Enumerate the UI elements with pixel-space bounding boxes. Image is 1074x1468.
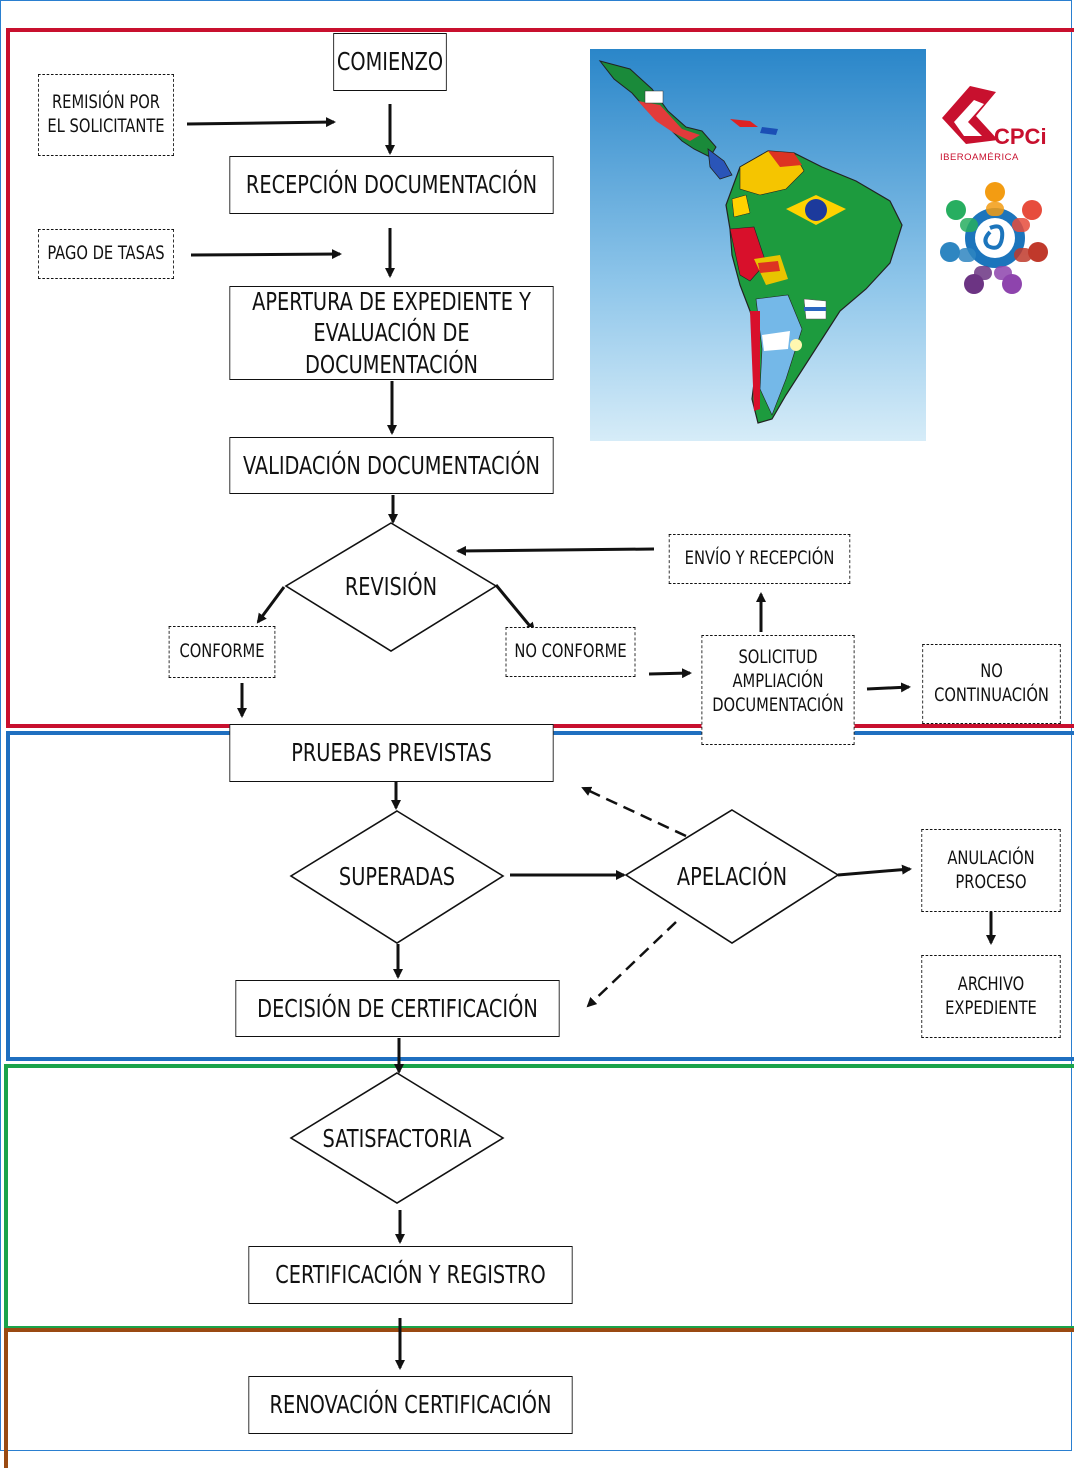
validacion-box: VALIDACIÓN DOCUMENTACIÓN xyxy=(229,437,554,494)
apelacion-label: APELACIÓN xyxy=(676,861,788,891)
archivo-box: ARCHIVO EXPEDIENTE xyxy=(921,955,1061,1038)
arrow-apelacion-to-anulacion xyxy=(837,864,912,877)
logo-subtext: IBEROAMÉRICA xyxy=(940,152,1019,163)
phase-renewal-section xyxy=(4,1328,1074,1468)
apelacion-diamond xyxy=(624,809,840,944)
cpci-iberoamerica-logo: CPCi IBEROAMÉRICA xyxy=(940,86,1047,163)
pago-box: PAGO DE TASAS xyxy=(38,229,174,279)
satisfactoria-label: SATISFACTORIA xyxy=(322,1123,472,1153)
arrow-solicitud-to-no-continuacion xyxy=(866,682,911,693)
comienzo-box: COMIENZO xyxy=(333,33,447,91)
revision-diamond xyxy=(284,522,498,652)
remision-box: REMISIÓN POR EL SOLICITANTE xyxy=(38,74,174,156)
envio-box: ENVÍO Y RECEPCIÓN xyxy=(668,534,851,584)
logo-text: CPCi xyxy=(994,124,1047,149)
arrow-pago-to-flow xyxy=(190,249,342,260)
latin-america-flags-map-image xyxy=(590,49,926,441)
renovacion-box: RENOVACIÓN CERTIFICACIÓN xyxy=(248,1376,573,1434)
solicitud-box: SOLICITUD AMPLIACIÓN DOCUMENTACIÓN xyxy=(701,635,855,745)
arrow-remision-to-flow xyxy=(186,117,336,128)
superadas-label: SUPERADAS xyxy=(338,861,456,891)
no-continuacion-box: NO CONTINUACIÓN xyxy=(922,644,1061,724)
superadas-diamond xyxy=(289,810,505,944)
arrow-apelacion-to-pruebas-dashed xyxy=(581,786,687,838)
arrow-revision-to-no-conforme xyxy=(494,584,536,633)
arrow-envio-to-revision xyxy=(456,545,655,556)
revision-label: REVISIÓN xyxy=(344,571,438,601)
pruebas-box: PRUEBAS PREVISTAS xyxy=(229,724,554,782)
decision-box: DECISIÓN DE CERTIFICACIÓN xyxy=(235,980,560,1037)
apertura-box: APERTURA DE EXPEDIENTE Y EVALUACIÓN DE D… xyxy=(229,286,554,380)
arrow-apelacion-to-decision-dashed xyxy=(586,921,677,1008)
no-conforme-box: NO CONFORME xyxy=(505,627,636,677)
arrow-revision-to-conforme xyxy=(256,586,286,624)
recepcion-box: RECEPCIÓN DOCUMENTACIÓN xyxy=(229,156,554,214)
people-circle-logo xyxy=(940,182,1048,294)
arrow-no-conforme-to-solicitud xyxy=(648,668,692,679)
conforme-box: CONFORME xyxy=(168,626,276,678)
certificacion-box: CERTIFICACIÓN Y REGISTRO xyxy=(248,1246,573,1304)
anulacion-box: ANULACIÓN PROCESO xyxy=(921,829,1061,912)
satisfactoria-diamond xyxy=(289,1072,505,1204)
